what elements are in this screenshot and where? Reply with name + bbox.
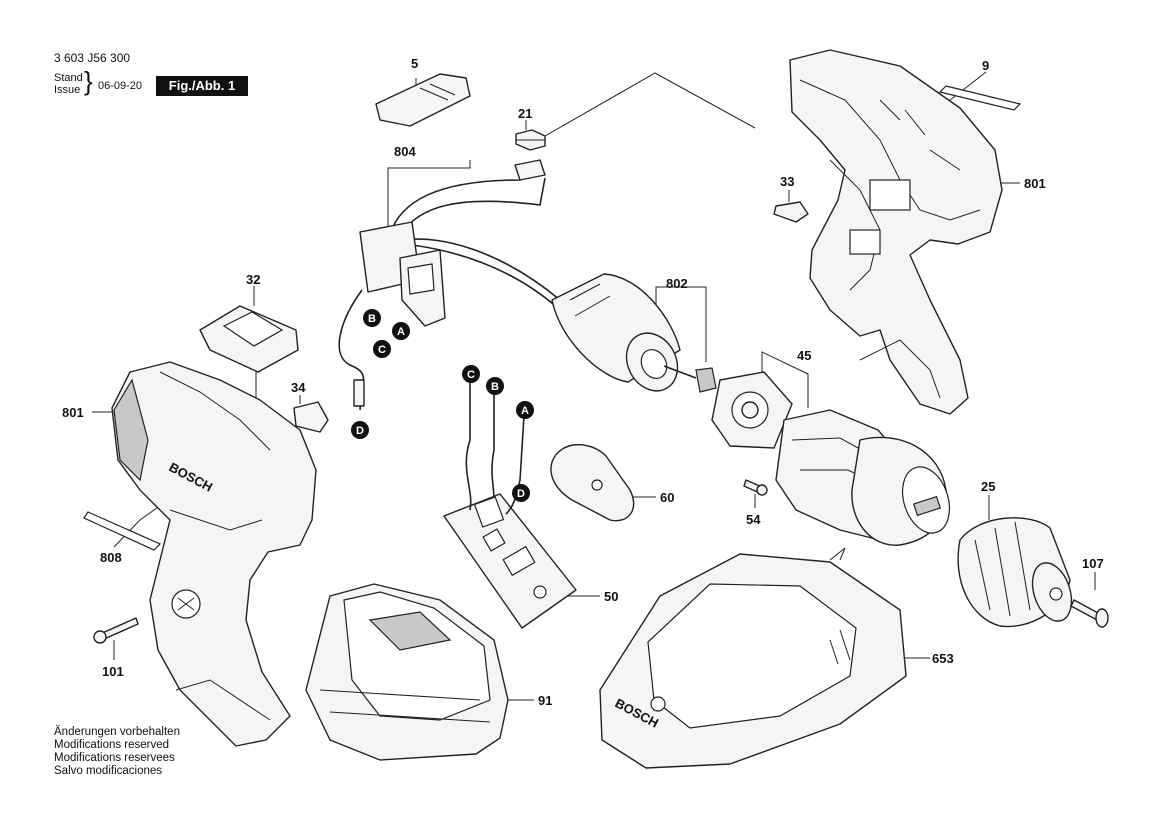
part-107-screw: [1070, 599, 1109, 628]
callout-9: 9: [982, 58, 989, 73]
marker-c-board: C: [467, 369, 475, 381]
callout-50: 50: [604, 589, 618, 604]
modification-notes: Änderungen vorbehalten Modifications res…: [54, 726, 180, 778]
part-801-housing-left: BOSCH: [111, 361, 317, 747]
part-804-switch: [338, 159, 561, 411]
callout-32: 32: [246, 272, 260, 287]
part-25-chuck: [957, 517, 1073, 628]
callout-34: 34: [291, 380, 306, 395]
callout-numbers: 5 21 9 804 33 801 32 802 45 34 801 60 54…: [62, 56, 1104, 708]
note-es: Salvo modificaciones: [54, 765, 163, 777]
callout-804: 804: [394, 144, 416, 159]
issue-label: Issue: [54, 84, 81, 96]
document-number: 3 603 J56 300: [54, 51, 131, 65]
connector-markers: B A C D C B A D: [351, 309, 534, 502]
note-fr: Modifications reservees: [54, 752, 175, 764]
figure-label: Fig./Abb. 1: [156, 76, 248, 96]
callout-101: 101: [102, 664, 124, 679]
stand-issue-label: Stand Issue: [54, 72, 83, 96]
part-802-motor: [551, 273, 717, 393]
part-50-circuit-board: [443, 382, 577, 629]
callout-54: 54: [746, 512, 761, 527]
marker-a-switch: A: [397, 326, 405, 338]
callout-802: 802: [666, 276, 688, 291]
callout-45: 45: [797, 348, 811, 363]
part-34-clip: [293, 401, 329, 433]
part-45-gearbox: [711, 371, 951, 546]
part-9-label-strip: [938, 85, 1022, 111]
part-101-screw: [93, 617, 139, 644]
stand-label: Stand: [54, 72, 83, 84]
brace-glyph: }: [84, 66, 93, 96]
marker-b-switch: B: [368, 313, 376, 325]
marker-d-board: D: [517, 488, 525, 500]
part-653-charger: BOSCH: [599, 547, 907, 769]
part-60-pad: [550, 443, 635, 522]
part-54-screw: [743, 479, 768, 496]
callout-5: 5: [411, 56, 418, 71]
issue-date: 06-09-20: [98, 80, 143, 92]
note-de: Änderungen vorbehalten: [54, 726, 180, 738]
callout-33: 33: [780, 174, 794, 189]
part-33-clip: [773, 201, 809, 223]
part-5-cap: [375, 73, 471, 127]
callout-60: 60: [660, 490, 674, 505]
callout-21: 21: [518, 106, 532, 121]
callout-808: 808: [100, 550, 122, 565]
marker-a-board: A: [521, 405, 529, 417]
callout-25: 25: [981, 479, 995, 494]
part-91-battery: [305, 583, 509, 761]
callout-653: 653: [932, 651, 954, 666]
marker-c-switch: C: [378, 344, 386, 356]
part-32-latch: [199, 305, 299, 373]
callout-91: 91: [538, 693, 552, 708]
callout-107: 107: [1082, 556, 1104, 571]
marker-b-board: B: [491, 381, 499, 393]
part-21-clip: [515, 129, 546, 151]
marker-d-switch: D: [356, 425, 364, 437]
part-808-label-strip: [83, 511, 162, 551]
note-en: Modifications reserved: [54, 739, 170, 751]
part-801-housing-right: [789, 49, 1003, 415]
callout-801-left: 801: [62, 405, 84, 420]
callout-801-right: 801: [1024, 176, 1046, 191]
